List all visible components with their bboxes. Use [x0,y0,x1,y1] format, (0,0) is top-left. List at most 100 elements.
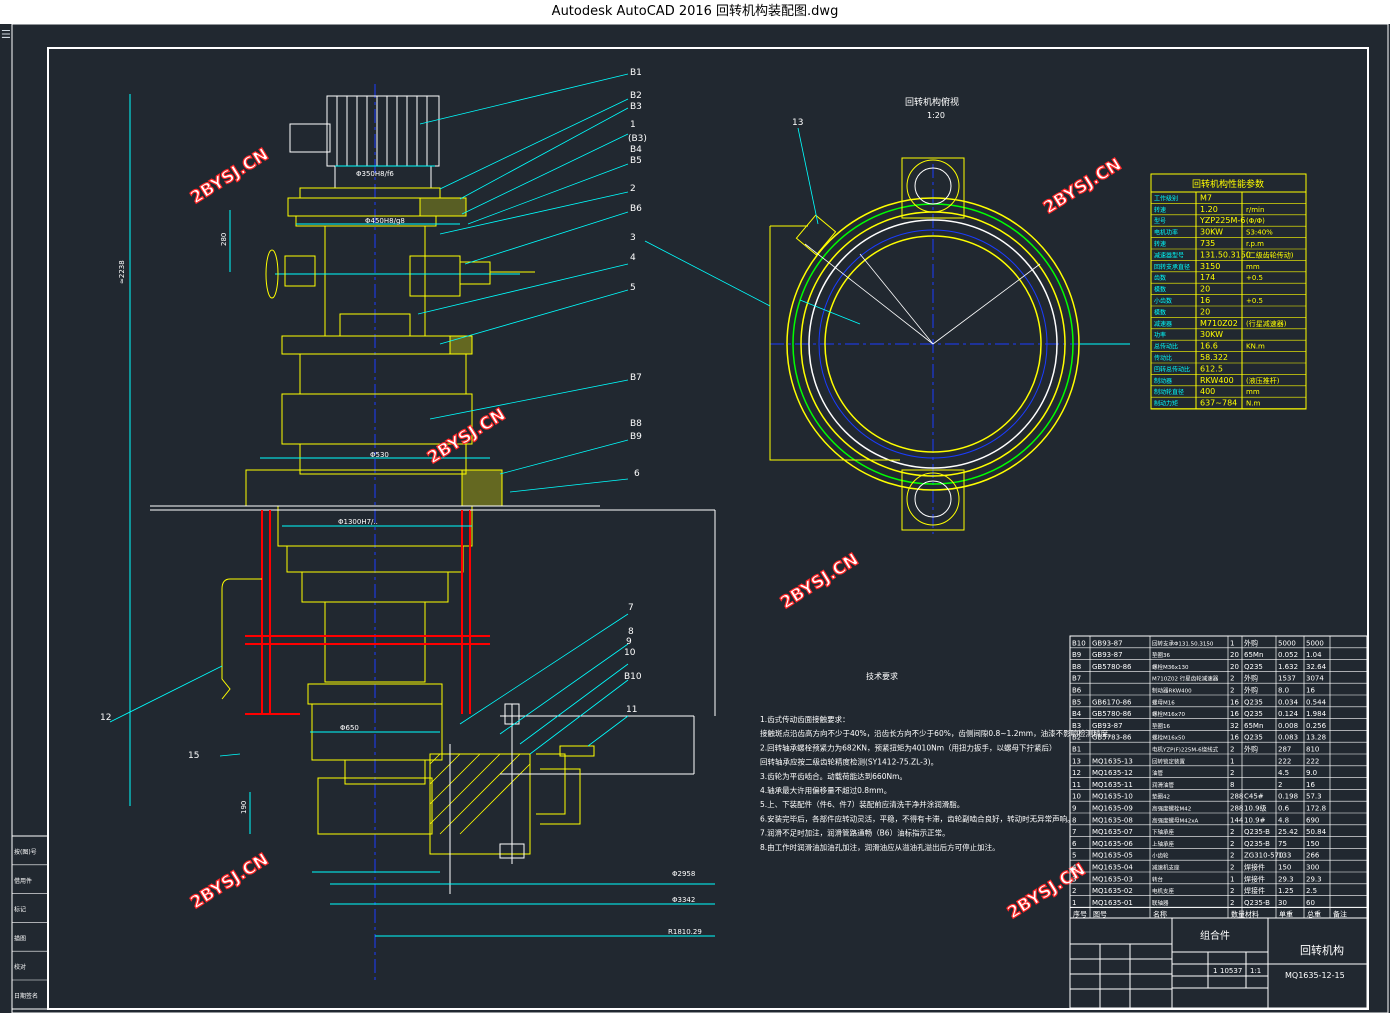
bom-header-cell: 材料 [1245,910,1259,919]
param-cell: (Φ/Φ) [1246,217,1265,225]
bom-cell: 8 [1230,781,1234,789]
bom-cell: 7 [1072,828,1076,836]
bom-cell: 5000 [1278,639,1296,647]
bom-cell: Q235-B [1244,828,1270,836]
bom-cell: 288 [1230,793,1243,801]
bom-cell: 16 [1306,781,1315,789]
label-b7: B7 [630,373,642,383]
part-labels: B1 B2 B3 1 (B3) B4 B5 2 B6 3 4 5 B7 B8 B… [100,68,647,761]
bom-cell: 3074 [1306,675,1324,683]
param-cell: 30KW [1200,228,1223,237]
param-cell: 1.20 [1200,205,1218,214]
bom-cell: 12 [1072,769,1081,777]
bom-cell: MQ1635-05 [1092,852,1133,860]
param-cell: 工作级别 [1154,194,1178,202]
left-strip-cell: 描图 [14,934,26,942]
param-cell: 58.322 [1200,353,1228,362]
bom-cell: MQ1635-09 [1092,805,1133,813]
label-9: 9 [626,637,632,647]
bom-cell: 润滑油管 [1152,781,1175,789]
bom-cell: 0.6 [1278,805,1290,813]
technical-requirements: 技术要求 1.齿式传动齿面接触要求： 接触斑点沿齿高方向不少于40%，沿齿长方向… [760,671,1116,852]
param-cell: (二级齿轮传动) [1246,250,1294,259]
tech-note-line: 7.润滑不足时加注，润滑管路通畅（B6）油标指示正常。 [760,828,950,838]
watermark-1: 2BYSJ.CN [187,145,272,209]
bom-cell: MQ1635-03 [1092,875,1133,883]
bom-cell: 2 [1230,769,1234,777]
bom-cell: ZG310-570 [1244,852,1283,860]
bom-cell: 9 [1072,805,1076,813]
cad-drawing[interactable]: B1 B2 B3 1 (B3) B4 B5 2 B6 3 4 5 B7 B8 B… [0,24,1390,1013]
param-cell: +0.5 [1246,297,1263,305]
dimension-texts: Φ350H8/f6 Φ450H8/g8 Φ2958 Φ3342 R1810.29… [118,170,702,936]
watermark-2: 2BYSJ.CN [424,405,509,469]
bom-cell: 2 [1230,852,1234,860]
param-cell: KN.m [1246,343,1265,351]
bom-cell: 2 [1230,899,1234,907]
label-b3-paren: (B3) [628,134,647,144]
bom-cell: 0.544 [1306,698,1327,706]
bom-cell: 2 [1230,675,1234,683]
param-cell: 电机功率 [1154,229,1178,237]
bom-cell: Q235 [1244,734,1263,742]
drawing-canvas[interactable]: B1 B2 B3 1 (B3) B4 B5 2 B6 3 4 5 B7 B8 B… [0,24,1390,1013]
bom-cell: B6 [1072,687,1082,695]
bom-cell: 5000 [1306,639,1324,647]
label-6: 6 [634,469,640,479]
param-cell: 30KW [1200,330,1223,339]
bom-cell: GB6170-86 [1092,698,1132,706]
bom-cell: B4 [1072,710,1082,718]
bom-cell: B1 [1072,746,1081,754]
bom-cell: 2 [1230,687,1234,695]
bom-cell: 25.42 [1278,828,1298,836]
param-cell: 回转支承直径 [1154,263,1190,271]
label-2: 2 [630,184,636,194]
bom-cell: 小齿轮 [1152,852,1169,860]
dim-h280: 280 [220,233,228,246]
param-cell: 612.5 [1200,364,1223,373]
bom-cell: Q235-B [1244,840,1270,848]
bom-cell: 9.0 [1306,769,1317,777]
watermark-5: 2BYSJ.CN [187,850,272,914]
bom-cell: 油管 [1152,769,1164,777]
bom-cell: 2 [1072,887,1076,895]
view-menu-icon[interactable]: ☰ [1,28,11,41]
bom-cell: 5 [1072,852,1076,860]
tech-notes-title: 技术要求 [866,671,898,681]
param-cell: (液压推杆) [1246,376,1280,385]
top-view-title: 回转机构俯视 [905,96,959,108]
bom-cell: 垫圈36 [1152,651,1170,659]
left-strip-cell: 日期签名 [14,992,38,1000]
watermark-4: 2BYSJ.CN [777,550,862,614]
bom-cell: 0.198 [1278,793,1298,801]
param-cell: M7 [1200,193,1212,202]
param-cell: 齿数 [1154,274,1166,282]
bom-cell: MQ1635-10 [1092,793,1133,801]
bom-cell: Q235 [1244,698,1263,706]
param-cell: 3150 [1200,262,1220,271]
bom-cell: 10.9级 [1244,804,1267,813]
param-cell: 转速 [1154,206,1166,214]
tech-note-line: 接触斑点沿齿高方向不少于40%，沿齿长方向不少于60%，齿侧间隙0.8~1.2m… [760,728,1116,738]
bom-cell: 75 [1278,840,1287,848]
bom-cell: B3 [1072,722,1081,730]
bom-cell: 2 [1230,828,1234,836]
param-cell: S3:40% [1246,229,1273,237]
window-title: Autodesk AutoCAD 2016 回转机构装配图.dwg [551,4,839,19]
bom-cell: GB5780-86 [1092,710,1132,718]
bom-cell: B9 [1072,651,1081,659]
dim-d3342: Φ3342 [672,896,695,904]
param-cell: 减速器 [1154,320,1172,328]
bom-cell: 1 [1230,875,1234,883]
bom-cell: B10 [1072,639,1086,647]
bom-cell: 螺母M16 [1152,698,1175,706]
label-15: 15 [188,751,199,761]
bom-cell: 焊接件 [1244,863,1265,872]
tech-note-line: 4.轴承最大许用偏移量不超过0.8mm。 [760,785,891,795]
param-cell: M710Z02 [1200,319,1238,328]
bom-cell: 电机YZP(F)225M-6绕线式 [1152,746,1219,754]
label-8: 8 [628,627,634,637]
